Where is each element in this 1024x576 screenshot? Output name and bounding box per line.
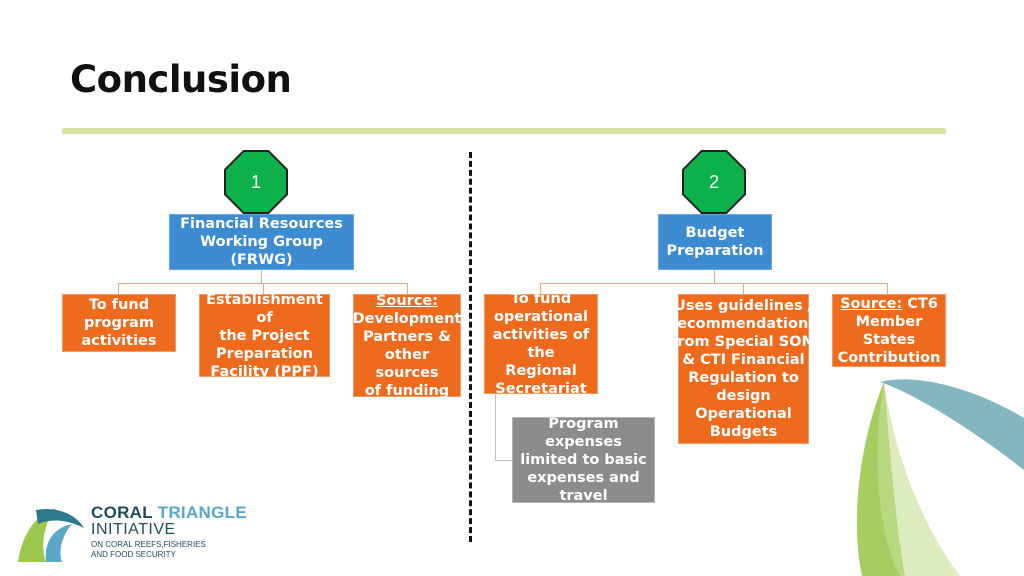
source-rest: CT6: [902, 295, 938, 312]
connector: [714, 270, 715, 283]
logo-word: TRIANGLE: [157, 503, 247, 522]
box-line: Contribution: [837, 349, 941, 366]
box-line: & CTI Financial: [682, 352, 805, 368]
box-line: the Project: [219, 327, 310, 344]
connector: [263, 283, 264, 295]
box-line: Preparation: [216, 345, 313, 362]
connector: [118, 283, 119, 295]
box-line: To fund: [510, 291, 572, 307]
source-ct6-box: Source: CT6 Member States Contribution: [832, 294, 946, 367]
guidelines-box: Uses guidelines / recommendations from S…: [670, 294, 817, 444]
box-line: Member States: [855, 313, 923, 348]
frwg-line-1: Financial Resources: [180, 216, 343, 232]
page-title: Conclusion: [70, 58, 292, 101]
source-label: Source:: [375, 292, 439, 309]
box-line: Establishment of: [206, 291, 323, 326]
connector: [540, 283, 888, 284]
cti-logo-icon: [18, 508, 84, 562]
connector: [407, 283, 408, 295]
budget-preparation-box: Budget Preparation: [658, 214, 772, 270]
box-line: operational: [493, 309, 589, 325]
step-2-number: 2: [684, 152, 744, 212]
box-line: Partners &: [363, 328, 451, 345]
box-line: other sources: [375, 346, 439, 381]
frwg-line-2: Working Group (FRWG): [200, 234, 323, 268]
budget-line-2: Preparation: [666, 243, 764, 259]
title-rule: [62, 128, 946, 134]
box-line: activities: [81, 333, 157, 349]
logo-sub-line: ON CORAL REEFS,FISHERIES: [91, 540, 206, 549]
source-label: Source:: [840, 295, 903, 312]
box-line: recommendations: [670, 316, 817, 332]
logo-sub-line: AND FOOD SECURITY: [91, 550, 176, 559]
box-line: Regulation to: [688, 370, 799, 386]
connector: [540, 283, 541, 295]
box-line: Regional: [505, 363, 577, 379]
box-line: Secretariat: [495, 381, 587, 397]
connector: [495, 394, 496, 461]
source-partners-box: Source: Development Partners & other sou…: [352, 292, 462, 399]
box-line: To fund: [88, 297, 150, 313]
source-ct6-line: Source: CT6: [837, 295, 941, 313]
dashed-divider: [469, 152, 472, 542]
box-line: of funding: [364, 382, 450, 399]
box-line: program: [84, 315, 154, 331]
box-line: Budgets: [709, 424, 778, 440]
fund-program-box: To fund program activities: [62, 294, 176, 352]
logo-initiative: INITIATIVE: [91, 521, 176, 538]
ppf-box: Establishment of the Project Preparation…: [199, 291, 330, 380]
box-line: Program expenses: [545, 416, 622, 450]
box-line: Uses guidelines /: [674, 298, 813, 314]
box-line: Development: [352, 310, 462, 327]
fund-operational-box: To fund operational activities of the Re…: [484, 291, 598, 397]
logo-word: CORAL: [91, 503, 153, 522]
box-line: from Special SOM: [671, 334, 816, 350]
connector: [887, 283, 888, 295]
box-line: Operational: [695, 406, 792, 422]
logo-subtitle: ON CORAL REEFS,FISHERIES AND FOOD SECURI…: [91, 540, 221, 560]
connector: [743, 283, 744, 295]
box-line: activities of the: [492, 327, 590, 361]
step-1-number: 1: [226, 152, 286, 212]
connector: [261, 270, 262, 283]
box-line: limited to basic: [520, 452, 647, 468]
program-expenses-box: Program expenses limited to basic expens…: [512, 416, 655, 504]
box-line: design: [716, 388, 771, 404]
step-1-badge: 1: [224, 150, 288, 214]
budget-line-1: Budget: [685, 225, 745, 241]
box-line: expenses and travel: [527, 470, 640, 504]
step-2-badge: 2: [682, 150, 746, 214]
logo-title: CORAL TRIANGLE: [91, 503, 247, 523]
connector: [495, 460, 513, 461]
box-line: Facility (PPF): [210, 363, 319, 380]
frwg-box: Financial Resources Working Group (FRWG): [169, 214, 354, 270]
